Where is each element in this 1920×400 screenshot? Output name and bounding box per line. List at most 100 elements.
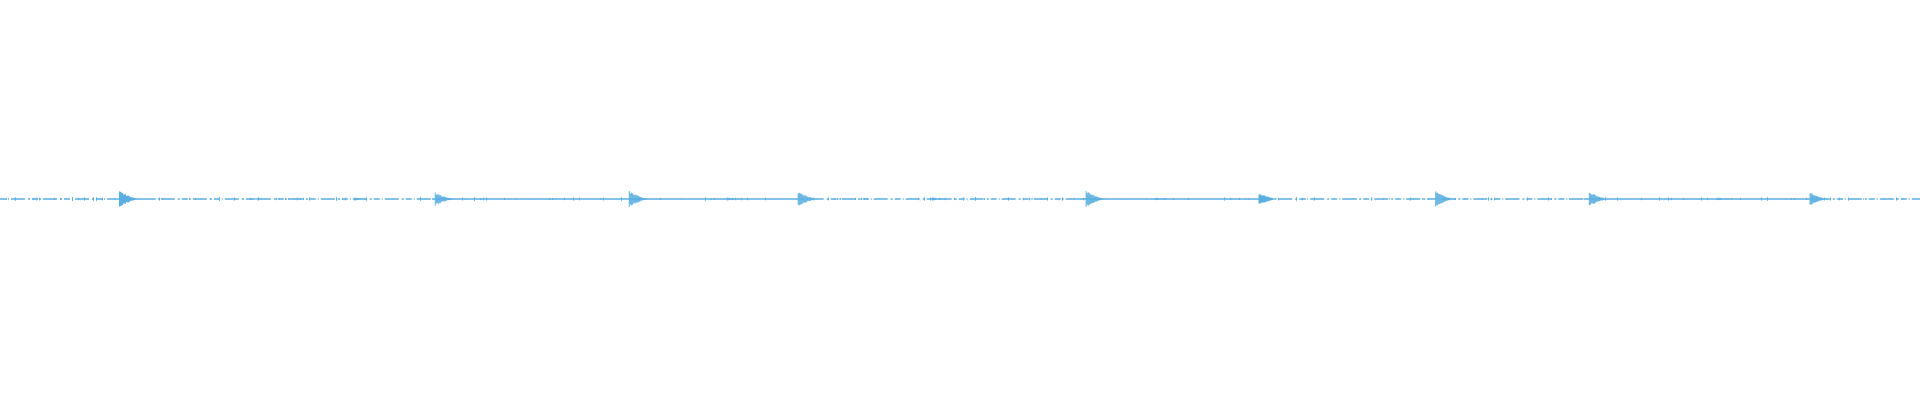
waveform-sample-tick	[294, 198, 295, 200]
waveform-sample-tick	[1842, 198, 1843, 200]
waveform-transient-peak	[434, 192, 454, 206]
waveform-sample-tick	[1389, 198, 1390, 200]
waveform-sample-tick	[1032, 198, 1033, 200]
waveform-sample-tick	[1641, 197, 1642, 201]
waveform-sample-tick	[603, 197, 604, 201]
waveform-sample-tick	[78, 197, 79, 201]
waveform-sample-tick	[96, 197, 97, 201]
waveform-sample-tick	[549, 197, 550, 200]
waveform-sample-tick	[1716, 198, 1717, 200]
waveform-transient-peak	[1717, 197, 1730, 201]
waveform-sample-tick	[579, 197, 580, 201]
waveform-sample-tick	[564, 197, 565, 201]
waveform-sample-tick	[741, 197, 742, 201]
waveform-sample-tick	[975, 197, 976, 201]
waveform-sample-tick	[219, 197, 220, 201]
waveform-sample-tick	[84, 197, 85, 201]
waveform-sample-tick	[828, 197, 829, 201]
waveform-sample-tick	[552, 198, 553, 201]
waveform-sample-tick	[54, 197, 55, 201]
waveform-sample-tick	[1041, 198, 1042, 200]
waveform-sample-tick	[1839, 197, 1840, 201]
waveform-sample-tick	[102, 197, 103, 201]
waveform-transient-peak	[1258, 194, 1277, 204]
waveform-sample-tick	[1230, 197, 1231, 201]
waveform-sample-tick	[1008, 197, 1009, 201]
waveform-sample-tick	[210, 198, 211, 200]
waveform-sample-tick	[711, 198, 712, 200]
waveform-sample-tick	[420, 197, 421, 201]
waveform-sample-tick	[1074, 198, 1075, 200]
waveform-sample-tick	[1410, 197, 1411, 201]
waveform-sample-tick	[837, 198, 838, 200]
waveform-sample-tick	[516, 198, 517, 200]
waveform-sample-tick	[474, 197, 475, 201]
waveform-sample-tick	[855, 198, 856, 200]
waveform-sample-tick	[1464, 198, 1465, 200]
waveform-sample-tick	[864, 198, 865, 200]
waveform-sample-tick	[1080, 198, 1081, 200]
waveform-sample-tick	[621, 197, 622, 201]
waveform-sample-tick	[483, 197, 484, 201]
waveform-sample-tick	[33, 197, 34, 201]
waveform-sample-tick	[984, 198, 985, 200]
waveform-sample-tick	[72, 197, 73, 201]
waveform-sample-tick	[342, 198, 343, 200]
waveform-sample-tick	[945, 197, 946, 201]
waveform-sample-tick	[963, 197, 964, 201]
waveform-sample-tick	[918, 197, 919, 201]
waveform-transient-peak	[797, 192, 817, 206]
waveform-sample-tick	[867, 197, 868, 201]
waveform-sample-tick	[1527, 197, 1528, 201]
waveform-sample-tick	[1122, 198, 1123, 200]
waveform-sample-tick	[1413, 198, 1414, 200]
waveform-sample-tick	[534, 198, 535, 200]
waveform-sample-tick	[285, 198, 286, 200]
waveform-sample-tick	[1683, 198, 1684, 200]
waveform-sample-tick	[1569, 198, 1570, 200]
waveform-transient-peak	[1435, 191, 1456, 207]
waveform-sample-tick	[660, 198, 661, 201]
waveform-sample-tick	[1671, 197, 1672, 201]
waveform-sample-tick	[705, 197, 706, 201]
waveform-sample-tick	[1785, 198, 1786, 200]
waveform-sample-tick	[303, 197, 304, 201]
waveform-sample-tick	[1245, 198, 1246, 200]
waveform-sample-tick	[36, 197, 37, 201]
waveform-sample-tick	[1863, 198, 1864, 200]
waveform-sample-tick	[1188, 198, 1189, 200]
waveform-sample-tick	[1173, 198, 1174, 200]
waveform-sample-tick	[1896, 197, 1897, 201]
waveform-transient-peak	[1588, 192, 1608, 206]
waveform-sample-tick	[1731, 198, 1732, 200]
waveform-sample-tick	[1701, 197, 1702, 201]
waveform-sample-tick	[1059, 198, 1060, 200]
waveform-sample-tick	[1791, 198, 1792, 200]
waveform-sample-tick	[1830, 197, 1831, 201]
waveform-sample-tick	[504, 198, 505, 200]
waveform-sample-tick	[480, 198, 481, 201]
waveform-transient-peak	[354, 197, 367, 201]
waveform-sample-tick	[768, 198, 769, 200]
waveform-sample-tick	[1146, 198, 1147, 200]
waveform-sample-tick	[1506, 198, 1507, 200]
waveform-sample-tick	[1665, 198, 1666, 200]
waveform-sample-tick	[681, 198, 682, 200]
waveform-sample-tick	[1617, 197, 1618, 201]
waveform-sample-tick	[1740, 197, 1741, 201]
waveform-sample-tick	[1551, 198, 1552, 200]
waveform-sample-tick	[858, 198, 859, 200]
waveform-sample-tick	[1278, 197, 1279, 201]
waveform-sample-tick	[1047, 197, 1048, 201]
waveform-sample-tick	[309, 197, 310, 201]
waveform-sample-tick	[765, 197, 766, 201]
waveform-sample-tick	[1659, 197, 1660, 201]
waveform-sample-tick	[1302, 197, 1303, 201]
waveform-sample-tick	[1494, 197, 1495, 201]
waveform-sample-tick	[1902, 198, 1903, 200]
waveform-sample-tick	[1806, 197, 1807, 201]
waveform-sample-tick	[747, 197, 748, 201]
waveform-sample-tick	[45, 198, 46, 200]
